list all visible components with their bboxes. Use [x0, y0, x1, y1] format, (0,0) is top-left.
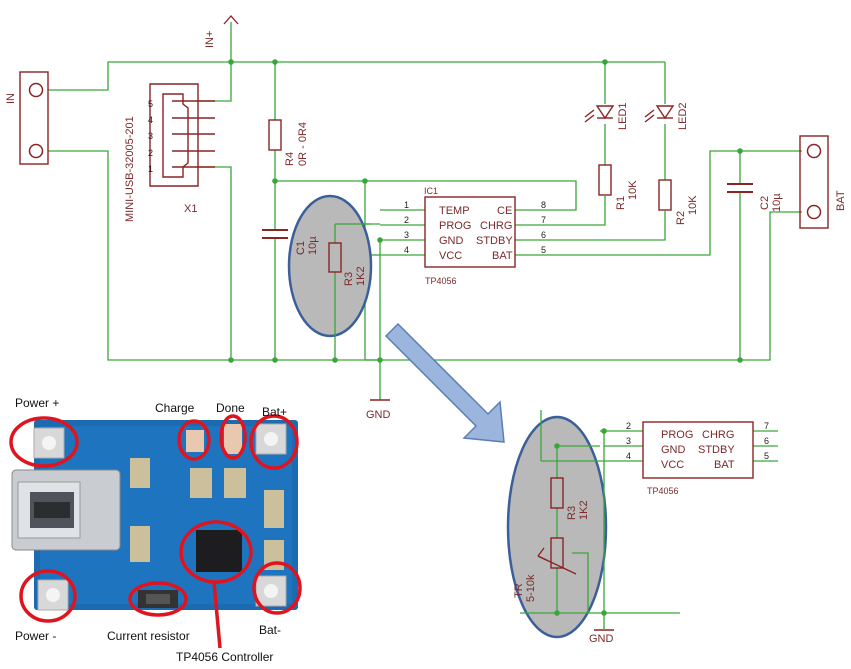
r4-value: 0R - 0R4	[297, 122, 309, 166]
ic1-pin-1: 1	[404, 200, 409, 210]
junctions	[228, 59, 743, 363]
detail-trim-ref: TR	[513, 583, 525, 598]
ic1-pin-8: 8	[541, 200, 546, 210]
c1-ref: C1	[295, 241, 307, 255]
ic1-ref: IC1	[424, 186, 438, 196]
label-charge: Charge	[155, 401, 195, 415]
highlight-ellipse-main	[287, 194, 373, 338]
label-power-plus: Power +	[15, 396, 59, 410]
ic1-name-bat: BAT	[492, 250, 513, 262]
c1-capacitor	[262, 229, 288, 239]
detail-pin-6: 6	[764, 436, 769, 446]
ic1-name-vcc: VCC	[439, 250, 462, 262]
r2-value: 10K	[687, 195, 699, 215]
trimmer-icon	[537, 547, 577, 575]
c2-ref: C2	[759, 196, 771, 210]
usb-pin-5: 5	[148, 99, 153, 109]
ic1-pin-3: 3	[404, 230, 409, 240]
r1-resistor	[598, 164, 612, 196]
gnd-label-detail: GND	[589, 633, 614, 645]
detail-name-prog: PROG	[661, 429, 693, 441]
usb-pin-1: 1	[148, 164, 153, 174]
bat-connector-label: BAT	[835, 190, 847, 211]
detail-pin-2: 2	[626, 421, 631, 431]
r2-ref: R2	[675, 211, 687, 225]
ic1-name-ce: CE	[497, 205, 512, 217]
usb-pin-3: 3	[148, 131, 153, 141]
r3-resistor	[328, 242, 342, 273]
ic1-name-temp: TEMP	[439, 205, 470, 217]
led2-icon	[644, 105, 675, 123]
detail-pin-5: 5	[764, 451, 769, 461]
ic1-pin-6: 6	[541, 230, 546, 240]
usb-pin-4: 4	[148, 115, 153, 125]
led2-label: LED2	[677, 102, 689, 130]
ic1-name-chrg: CHRG	[480, 220, 512, 232]
detail-r3-value: 1K2	[578, 500, 590, 520]
detail-pin-4: 4	[626, 451, 631, 461]
c2-capacitor	[727, 183, 753, 193]
usb-part-label: MINI-USB-32005-201	[124, 116, 136, 222]
ic1-name-prog: PROG	[439, 220, 471, 232]
ic1-part: TP4056	[425, 276, 457, 286]
label-bat-plus: Bat+	[262, 405, 287, 419]
bat-connector	[799, 135, 829, 229]
ic1-pin-7: 7	[541, 215, 546, 225]
detail-name-stdby: STDBY	[698, 444, 735, 456]
r4-ref: R4	[284, 152, 296, 166]
detail-name-gnd: GND	[661, 444, 686, 456]
label-current-resistor: Current resistor	[107, 629, 190, 643]
in-plus-arrow-icon	[223, 15, 239, 25]
label-power-minus: Power -	[15, 629, 56, 643]
detail-pin-7: 7	[764, 421, 769, 431]
r4-resistor	[268, 119, 282, 151]
in-plus-label: IN+	[204, 31, 216, 48]
r1-ref: R1	[615, 196, 627, 210]
r1-value: 10K	[627, 180, 639, 200]
detail-name-chrg: CHRG	[702, 429, 734, 441]
usb-pin-2: 2	[148, 148, 153, 158]
led1-label: LED1	[617, 102, 629, 130]
label-controller: TP4056 Controller	[176, 650, 273, 664]
ic1-pin-2: 2	[404, 215, 409, 225]
detail-ic-part: TP4056	[647, 486, 679, 496]
label-done: Done	[216, 401, 245, 415]
ic1-pin-5: 5	[541, 245, 546, 255]
usb-connector-symbol	[149, 83, 215, 187]
r3-ref: R3	[343, 272, 355, 286]
detail-r3-resistor	[550, 477, 564, 509]
in-connector	[19, 71, 49, 165]
detail-wires	[520, 410, 778, 614]
r3-value: 1K2	[355, 266, 367, 286]
detail-name-vcc: VCC	[661, 459, 684, 471]
ic1-body	[424, 196, 516, 268]
detail-trimmer-body	[550, 537, 564, 569]
c2-value: 10µ	[771, 193, 783, 212]
ic1-name-stdby: STDBY	[476, 235, 513, 247]
label-bat-minus: Bat-	[259, 623, 281, 637]
detail-trim-value: 5-10k	[525, 574, 537, 602]
detail-ic-body	[642, 421, 754, 479]
photo-markers	[9, 414, 302, 649]
gnd-label-main: GND	[366, 409, 391, 421]
usb-ref-label: X1	[184, 203, 197, 215]
ic1-name-gnd: GND	[439, 235, 464, 247]
r2-resistor	[658, 179, 672, 211]
in-connector-label: IN	[5, 93, 17, 104]
zoom-arrow-icon	[384, 322, 505, 443]
c1-value: 10µ	[307, 236, 319, 255]
pcb-photo	[11, 420, 298, 611]
ic1-pin-4: 4	[404, 245, 409, 255]
detail-name-bat: BAT	[714, 459, 735, 471]
led1-icon	[584, 105, 615, 123]
detail-r3-ref: R3	[566, 506, 578, 520]
detail-pin-3: 3	[626, 436, 631, 446]
